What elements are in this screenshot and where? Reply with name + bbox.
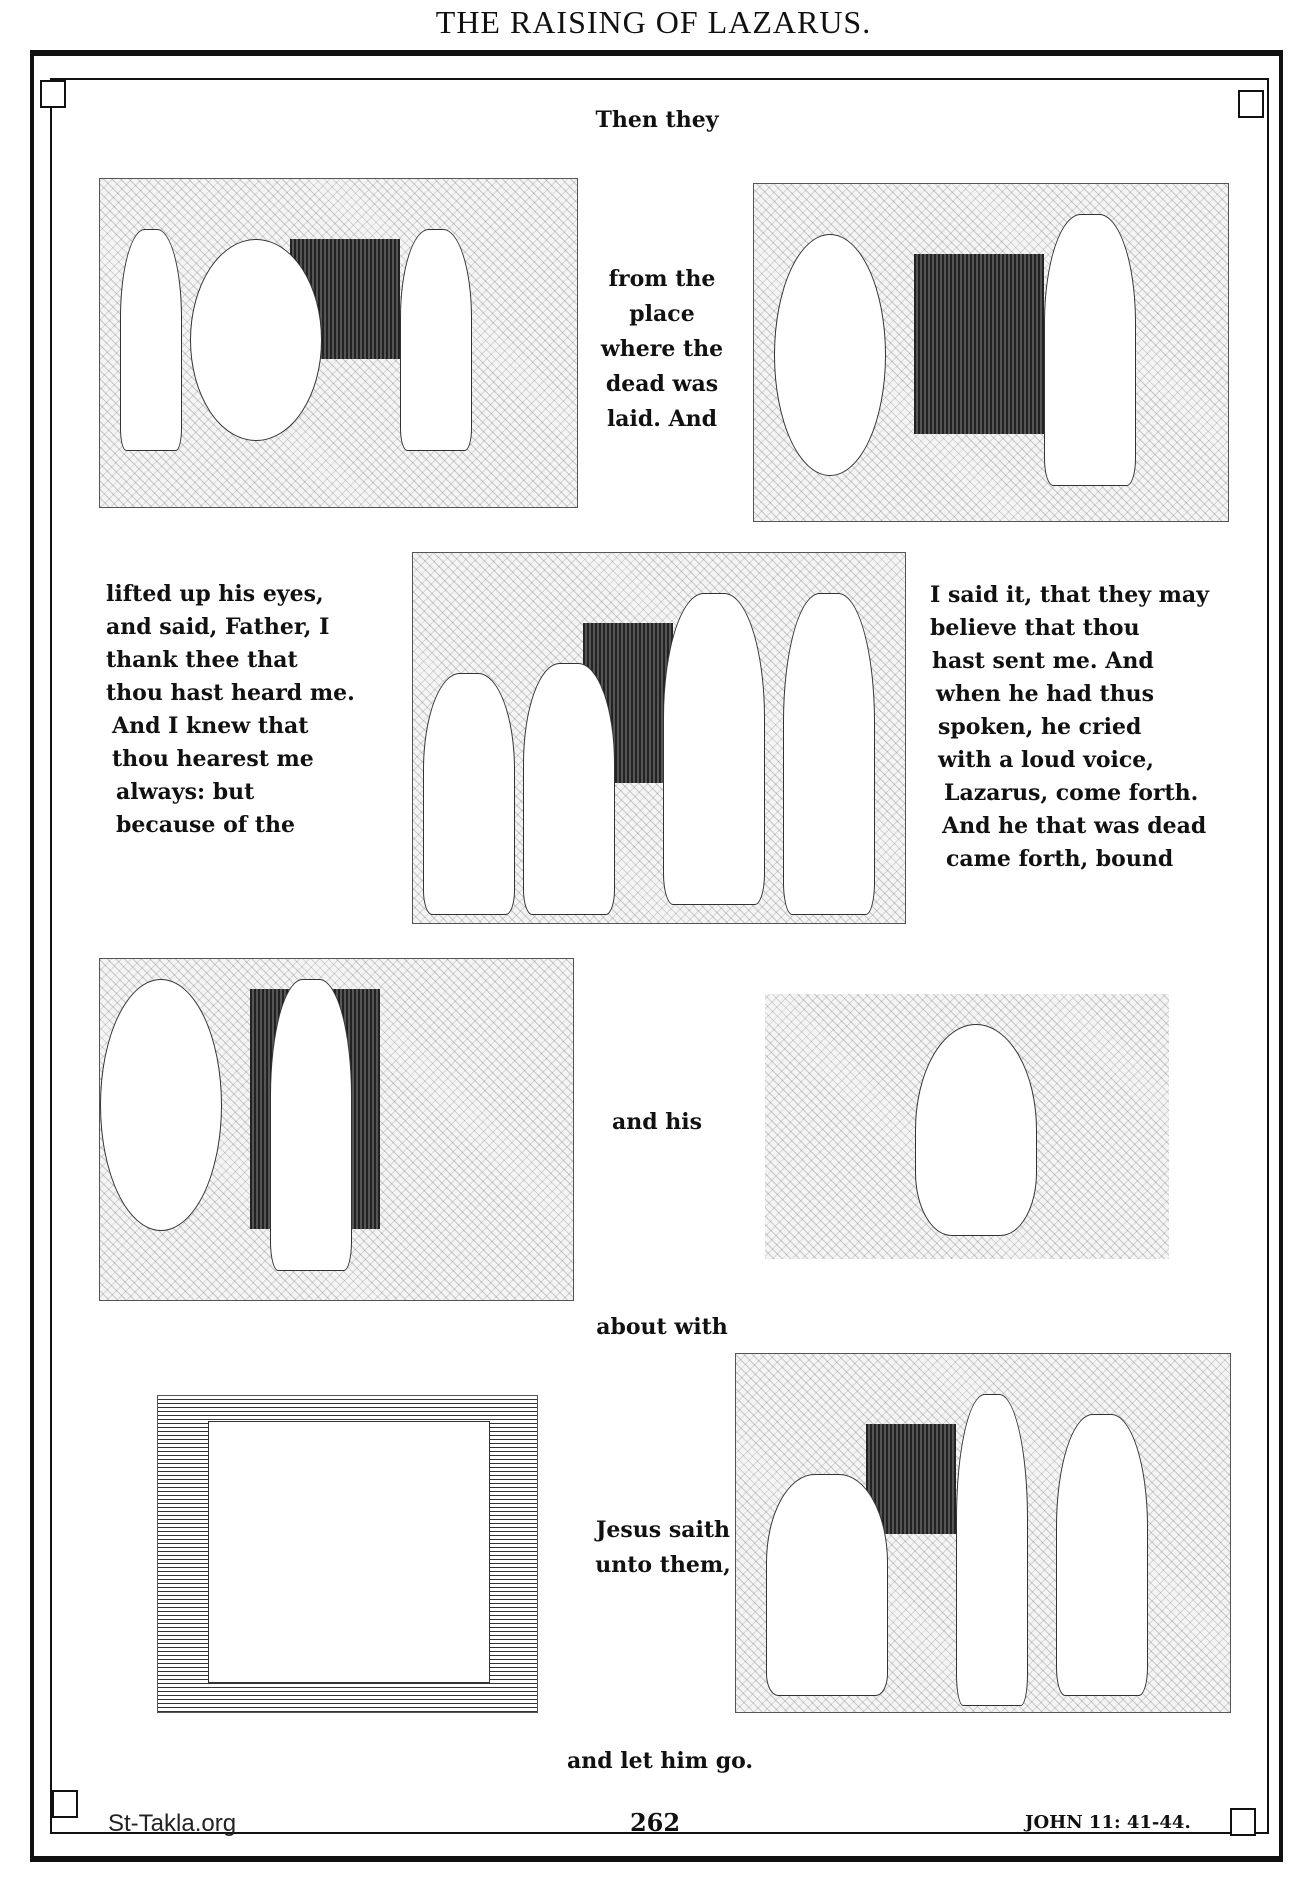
- text-line: when he had thus: [936, 681, 1155, 707]
- text-block-jesus-saith: Jesus saith unto them,: [595, 1513, 731, 1583]
- outer-frame: [30, 50, 1283, 1862]
- watermark-st-takla: St-Takla.org: [108, 1810, 237, 1837]
- text-line: and said, Father, I: [106, 614, 330, 640]
- illustration-wrapped-head: [765, 994, 1169, 1259]
- corner-ornament: [1230, 1808, 1256, 1836]
- text-line: believe that thou: [930, 615, 1140, 641]
- text-block-right: I said it, that they may believe that th…: [930, 579, 1209, 876]
- illustration-jesus-at-tomb: [753, 183, 1229, 522]
- text-line: thank thee that: [106, 647, 298, 673]
- illustration-unbinding-lazarus: [735, 1353, 1231, 1713]
- inner-frame: [50, 78, 1269, 1834]
- text-line: Jesus saith: [595, 1517, 730, 1543]
- text-line: And he that was dead: [942, 813, 1207, 839]
- text-line: laid. And: [606, 406, 718, 432]
- text-line: where the: [600, 336, 724, 362]
- text-line: from the: [608, 266, 716, 292]
- text-line: thou hast heard me.: [106, 680, 355, 706]
- text-line: thou hearest me: [112, 746, 314, 772]
- text-block-left: lifted up his eyes, and said, Father, I …: [106, 578, 355, 842]
- illustration-lazarus-emerging: [99, 958, 574, 1301]
- text-line: place: [629, 301, 695, 327]
- text-line: lifted up his eyes,: [106, 581, 324, 607]
- text-line: always: but: [116, 779, 255, 805]
- text-line: Lazarus, come forth.: [944, 780, 1199, 806]
- corner-ornament: [1238, 90, 1264, 118]
- illustration-jesus-with-crowd: [412, 552, 906, 924]
- text-and-his: and his: [611, 1109, 703, 1135]
- illustration-rolling-stone: [99, 178, 578, 508]
- text-about-with: about with: [596, 1314, 728, 1340]
- text-line: I said it, that they may: [930, 582, 1209, 608]
- page-number: 262: [629, 1808, 681, 1837]
- text-line: spoken, he cried: [938, 714, 1142, 740]
- text-then-they: Then they: [595, 107, 719, 133]
- text-line: dead was: [605, 371, 719, 397]
- text-line: hast sent me. And: [932, 648, 1154, 674]
- illustration-napkin-cloth: [157, 1395, 538, 1713]
- corner-ornament: [40, 80, 66, 108]
- text-line: came forth, bound: [946, 846, 1174, 872]
- text-line: unto them,: [595, 1552, 731, 1578]
- text-block-place: from the place where the dead was laid. …: [601, 262, 723, 437]
- text-line: with a loud voice,: [938, 747, 1154, 773]
- page-title: THE RAISING OF LAZARUS.: [435, 4, 872, 40]
- corner-ornament: [52, 1790, 78, 1818]
- text-line: And I knew that: [112, 713, 309, 739]
- text-let-him-go: and let him go.: [566, 1748, 754, 1774]
- scripture-reference: JOHN 11: 41-44.: [1025, 1812, 1191, 1833]
- cloth: [208, 1421, 490, 1683]
- text-line: because of the: [116, 812, 296, 838]
